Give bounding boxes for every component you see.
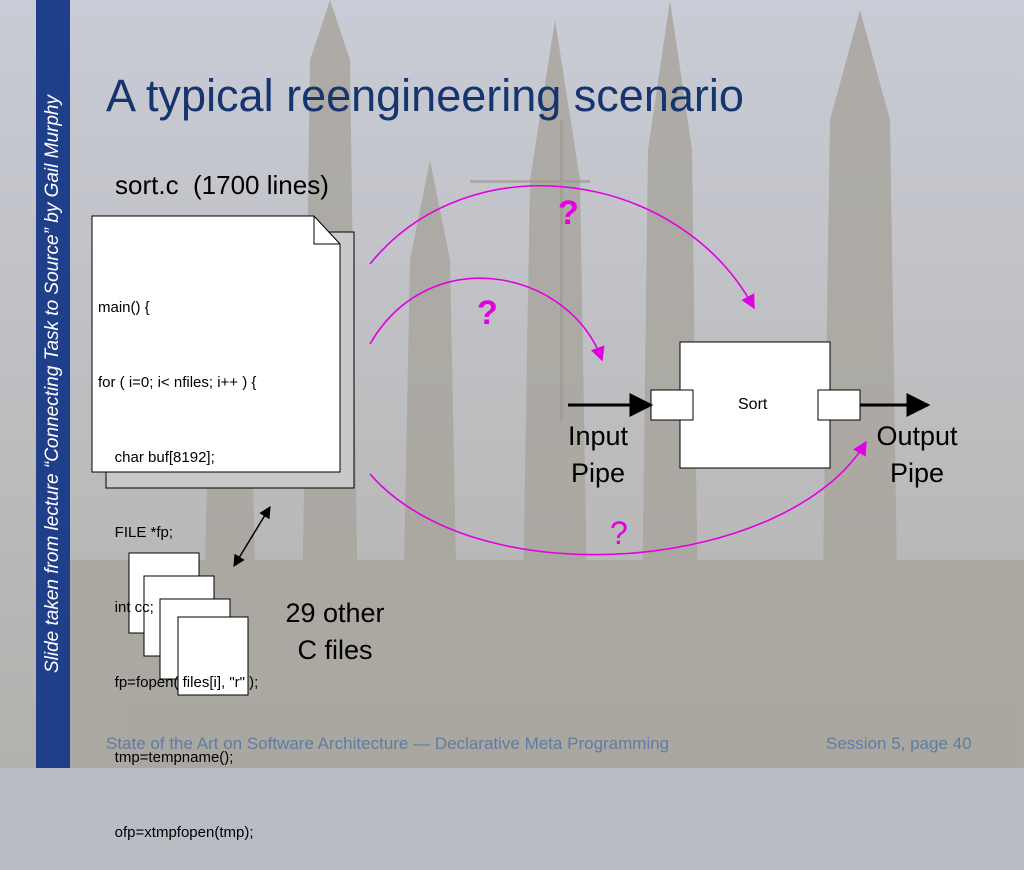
- source-file-document: [91, 215, 355, 489]
- arc-to-input: [369, 277, 605, 362]
- arc-to-sort: [369, 185, 755, 310]
- code-line: FILE *fp;: [98, 524, 174, 541]
- footer-page: Session 5, page 40: [826, 734, 972, 753]
- relation-arrow: [233, 505, 271, 568]
- other-files-label: 29 other C files: [285, 598, 385, 665]
- question-mark-output: ?: [610, 515, 628, 551]
- code-line: char buf[8192];: [98, 449, 215, 466]
- input-port: [650, 389, 694, 421]
- other-files-stack: [128, 552, 249, 696]
- output-pipe-label: Output Pipe: [876, 421, 958, 488]
- question-mark-input: ?: [477, 294, 498, 332]
- sidebar-bar: [36, 0, 70, 768]
- code-line: main() {: [98, 299, 150, 316]
- footer-title: State of the Art on Software Architectur…: [106, 734, 670, 753]
- code-line: ofp=xtmpfopen(tmp);: [98, 824, 254, 841]
- code-listing: main() { for ( i=0; i< nfiles; i++ ) { c…: [98, 245, 258, 870]
- file-caption: sort.c (1700 lines): [115, 170, 329, 200]
- slide-title: A typical reengineering scenario: [106, 70, 744, 121]
- code-line: tmp=tempname();: [98, 749, 234, 766]
- code-line: fp=fopen( files[i], "r" );: [98, 674, 259, 691]
- sort-box: [679, 341, 831, 469]
- arc-to-output: [369, 440, 867, 556]
- diagram-canvas: [91, 185, 931, 696]
- sort-label: Sort: [738, 396, 768, 413]
- question-mark-sort: ?: [558, 194, 579, 232]
- input-pipe-label: Input Pipe: [567, 421, 629, 488]
- output-port: [817, 389, 861, 421]
- code-line: int cc;: [98, 599, 154, 616]
- code-line: for ( i=0; i< nfiles; i++ ) {: [98, 374, 257, 391]
